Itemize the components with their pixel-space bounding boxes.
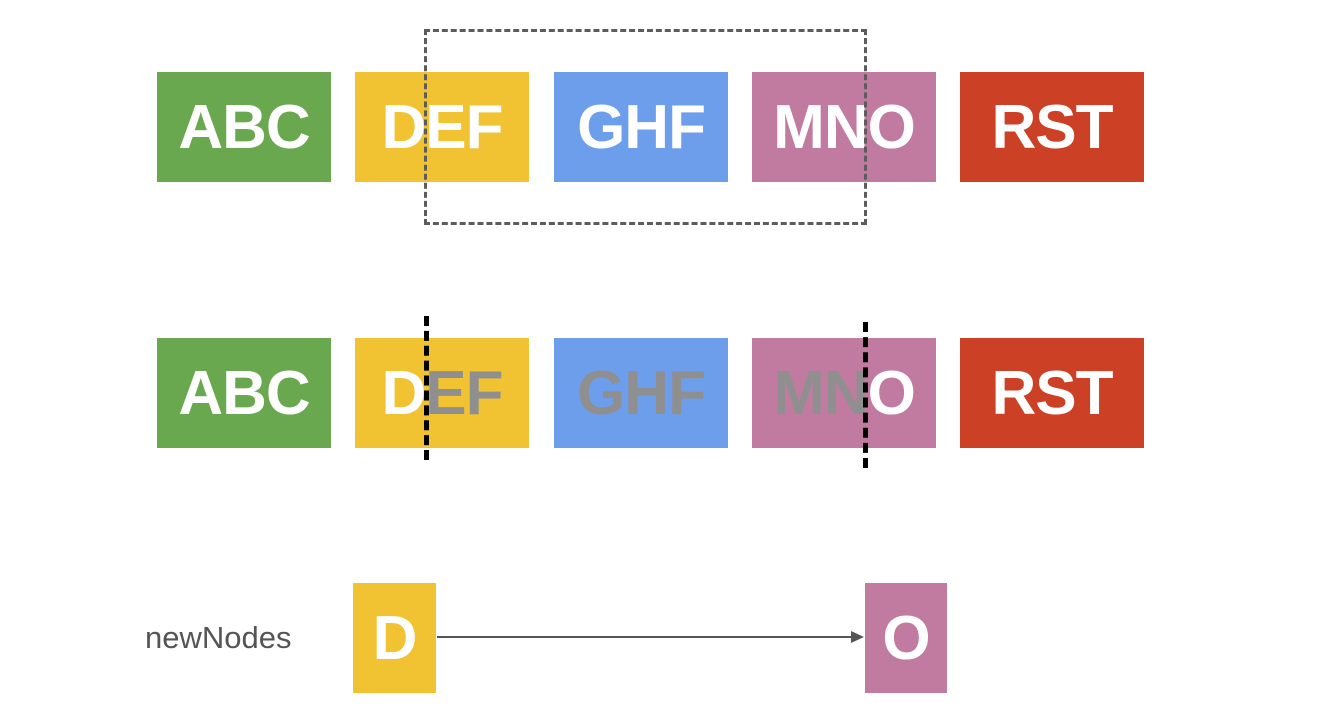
- new-node-o-label: O: [882, 603, 930, 673]
- new-node-d-label: D: [372, 603, 418, 673]
- new-nodes-label: newNodes: [145, 620, 292, 655]
- removed-text-ef: EF: [425, 358, 503, 428]
- node-mno-label: MNO: [773, 92, 916, 162]
- node-rst-split: RST: [960, 338, 1144, 448]
- split-line-end: [863, 322, 868, 468]
- node-ghf: GHF: [554, 72, 728, 182]
- new-node-d: D: [353, 583, 436, 693]
- node-abc-label: ABC: [178, 92, 310, 162]
- node-abc-split-label: ABC: [178, 358, 310, 428]
- node-ghf-label: GHF: [577, 92, 706, 162]
- node-rst: RST: [960, 72, 1144, 182]
- node-abc-split: ABC: [157, 338, 331, 448]
- node-mno: MNO: [752, 72, 936, 182]
- removed-text-ghf: GHF: [577, 358, 706, 428]
- removed-text-mn: MN: [773, 358, 868, 428]
- kept-text-o: O: [867, 358, 916, 428]
- selection-range-box: [424, 29, 867, 225]
- node-ghf-split: GHF: [554, 338, 728, 448]
- split-line-start: [424, 316, 429, 460]
- node-def-label: DEF: [381, 92, 504, 162]
- new-node-o: O: [865, 583, 947, 693]
- link-arrow-head: [851, 631, 864, 643]
- kept-text-d: D: [381, 358, 426, 428]
- node-abc: ABC: [157, 72, 331, 182]
- node-rst-label: RST: [991, 92, 1114, 162]
- node-rst-split-label: RST: [991, 358, 1114, 428]
- node-def: DEF: [355, 72, 529, 182]
